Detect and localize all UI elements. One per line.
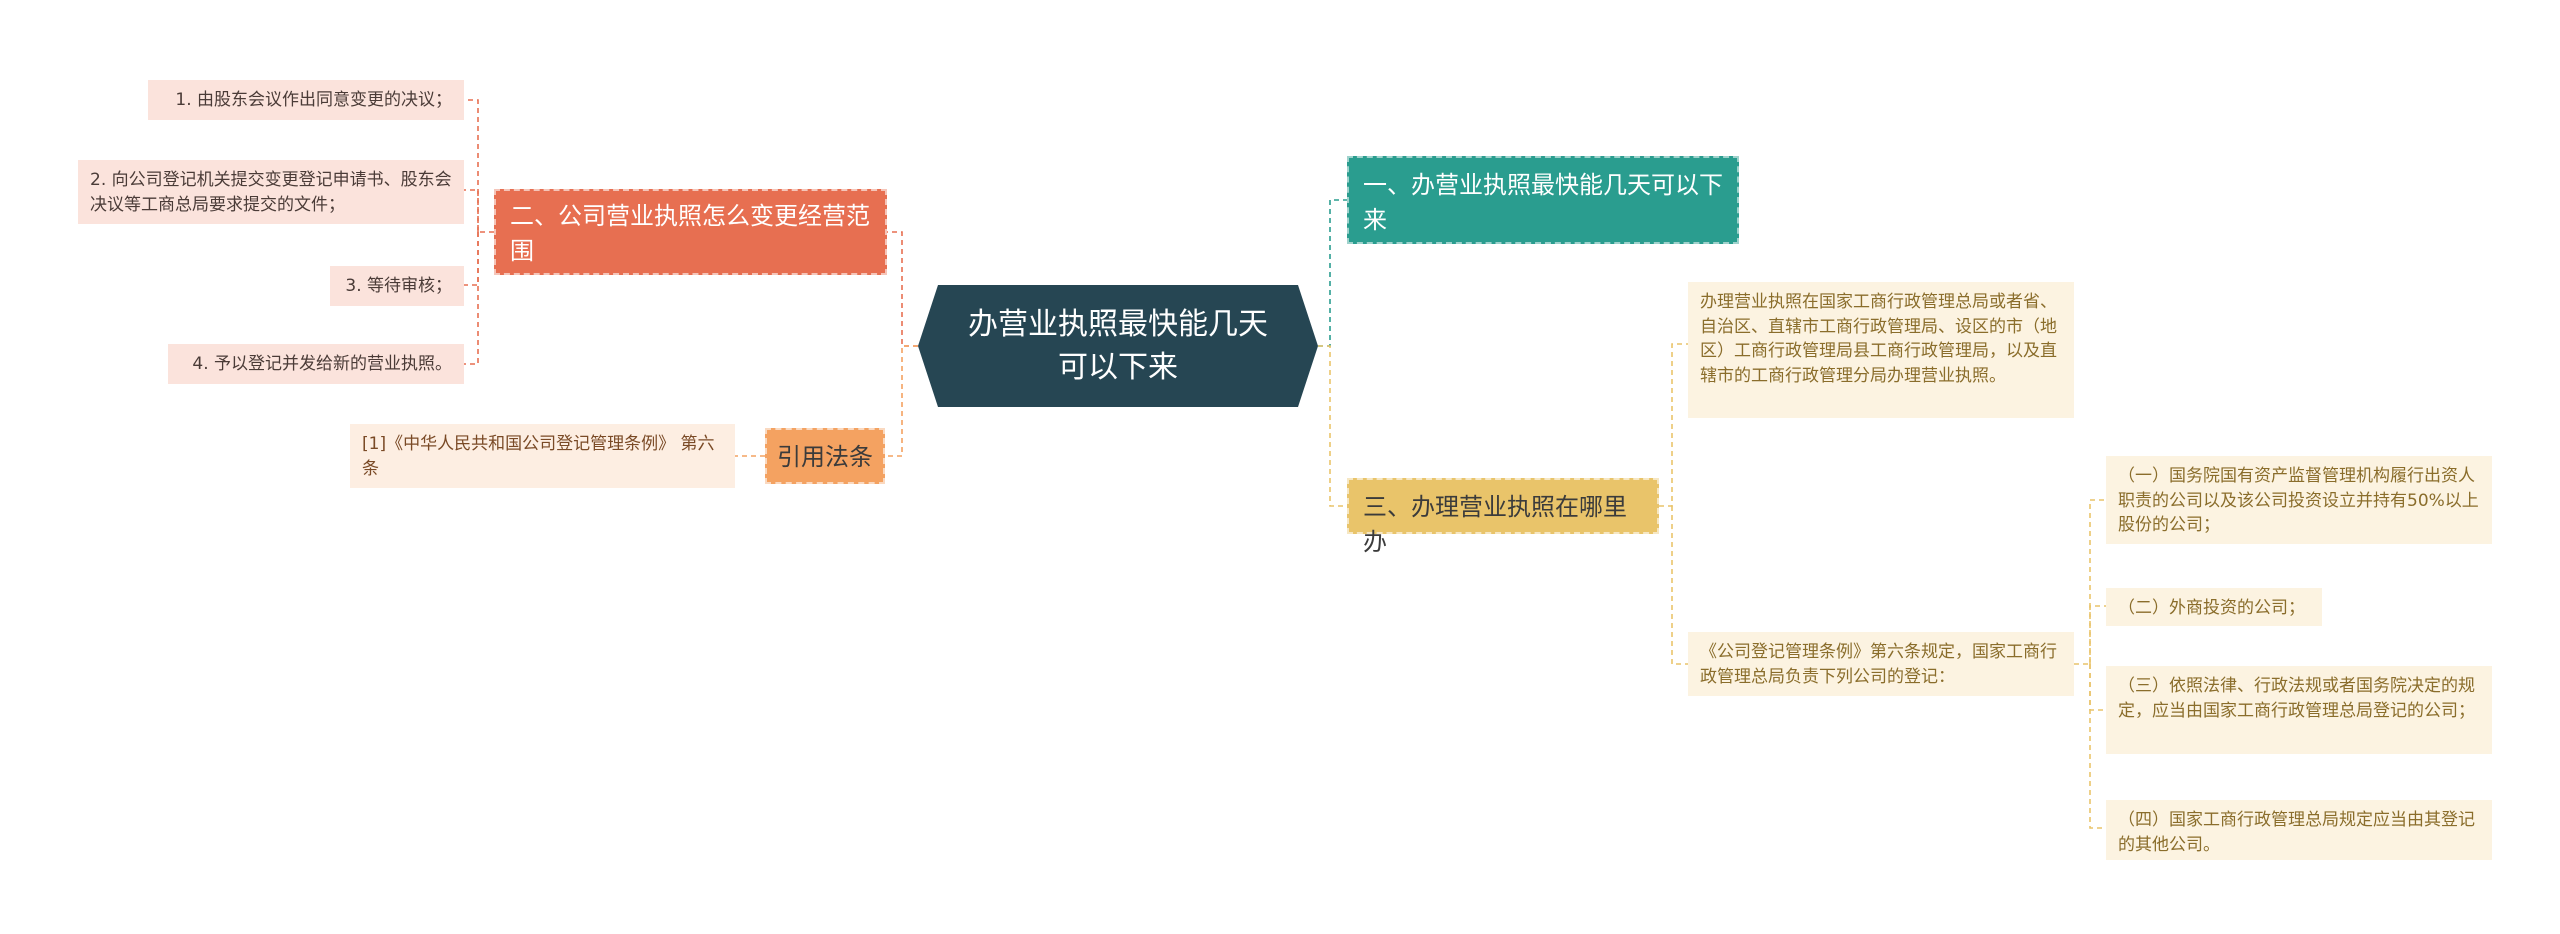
leaf-change-step-4[interactable]: 4. 予以登记并发给新的营业执照。 [168, 344, 464, 384]
branch-cited-law[interactable]: 引用法条 [765, 428, 885, 484]
branch-cited-law-label: 引用法条 [777, 443, 873, 471]
leaf-change-step-2[interactable]: 2. 向公司登记机关提交变更登记申请书、股东会决议等工商总局要求提交的文件； [78, 160, 464, 224]
subleaf-2[interactable]: （二）外商投资的公司； [2106, 588, 2322, 626]
branch-fastest-time[interactable]: 一、办营业执照最快能几天可以下来 [1347, 156, 1739, 244]
leaf-text: 4. 予以登记并发给新的营业执照。 [192, 354, 452, 374]
leaf-change-step-3[interactable]: 3. 等待审核； [330, 266, 464, 306]
edge-sub3 [2089, 664, 2106, 711]
root-topic[interactable]: 办营业执照最快能几天可以下来 [918, 285, 1318, 407]
root-topic-label: 办营业执照最快能几天可以下来 [968, 306, 1268, 386]
edge-root-b1 [1318, 199, 1347, 347]
edge-root-b3 [1318, 345, 1347, 507]
leaf-text: （三）依照法律、行政法规或者国务院决定的规定，应当由国家工商行政管理总局登记的公… [2118, 676, 2475, 721]
leaf-text: （二）外商投资的公司； [2118, 598, 2305, 618]
edge-sub2 [2089, 605, 2106, 664]
branch-change-scope[interactable]: 二、公司营业执照怎么变更经营范围 [494, 189, 887, 275]
branch-where-to-apply-label: 三、办理营业执照在哪里办 [1363, 493, 1627, 556]
leaf-text: [1]《中华人民共和国公司登记管理条例》 第六条 [362, 434, 715, 479]
edge-sub4 [2089, 664, 2106, 829]
branch-change-scope-label: 二、公司营业执照怎么变更经营范围 [510, 202, 870, 265]
subleaf-3[interactable]: （三）依照法律、行政法规或者国务院决定的规定，应当由国家工商行政管理总局登记的公… [2106, 666, 2492, 754]
subleaf-4[interactable]: （四）国家工商行政管理总局规定应当由其登记的其他公司。 [2106, 800, 2492, 860]
leaf-text: 3. 等待审核； [345, 276, 452, 296]
leaf-text: （一）国务院国有资产监督管理机构履行出资人职责的公司以及该公司投资设立并持有50… [2118, 466, 2479, 536]
edge-root-b2 [887, 231, 918, 347]
branch-fastest-time-label: 一、办营业执照最快能几天可以下来 [1363, 171, 1723, 234]
edge-sub1 [2074, 499, 2106, 665]
edge-b2-leaf4 [464, 232, 479, 365]
subleaf-1[interactable]: （一）国务院国有资产监督管理机构履行出资人职责的公司以及该公司投资设立并持有50… [2106, 456, 2492, 544]
leaf-text: （四）国家工商行政管理总局规定应当由其登记的其他公司。 [2118, 810, 2475, 855]
leaf-text: 1. 由股东会议作出同意变更的决议； [175, 90, 452, 110]
leaf-cited-law-1[interactable]: [1]《中华人民共和国公司登记管理条例》 第六条 [350, 424, 735, 488]
edge-root-b4 [885, 345, 918, 457]
leaf-where-apply-2[interactable]: 《公司登记管理条例》第六条规定，国家工商行政管理总局负责下列公司的登记： [1688, 632, 2074, 696]
edge-b2-leaf1 [464, 99, 494, 233]
leaf-where-apply-1[interactable]: 办理营业执照在国家工商行政管理总局或者省、自治区、直辖市工商行政管理局、设区的市… [1688, 282, 2074, 418]
leaf-text: 2. 向公司登记机关提交变更登记申请书、股东会决议等工商总局要求提交的文件； [90, 170, 452, 215]
edge-b2-leaf2 [464, 189, 479, 232]
branch-where-to-apply[interactable]: 三、办理营业执照在哪里办 [1347, 478, 1659, 556]
leaf-change-step-1[interactable]: 1. 由股东会议作出同意变更的决议； [148, 80, 464, 120]
leaf-text: 办理营业执照在国家工商行政管理总局或者省、自治区、直辖市工商行政管理局、设区的市… [1700, 292, 2057, 386]
edge-b3-leaf1 [1659, 343, 1688, 507]
edge-b2-leaf3 [464, 232, 479, 286]
edge-b3-leaf2 [1671, 506, 1688, 665]
leaf-text: 《公司登记管理条例》第六条规定，国家工商行政管理总局负责下列公司的登记： [1700, 642, 2057, 687]
